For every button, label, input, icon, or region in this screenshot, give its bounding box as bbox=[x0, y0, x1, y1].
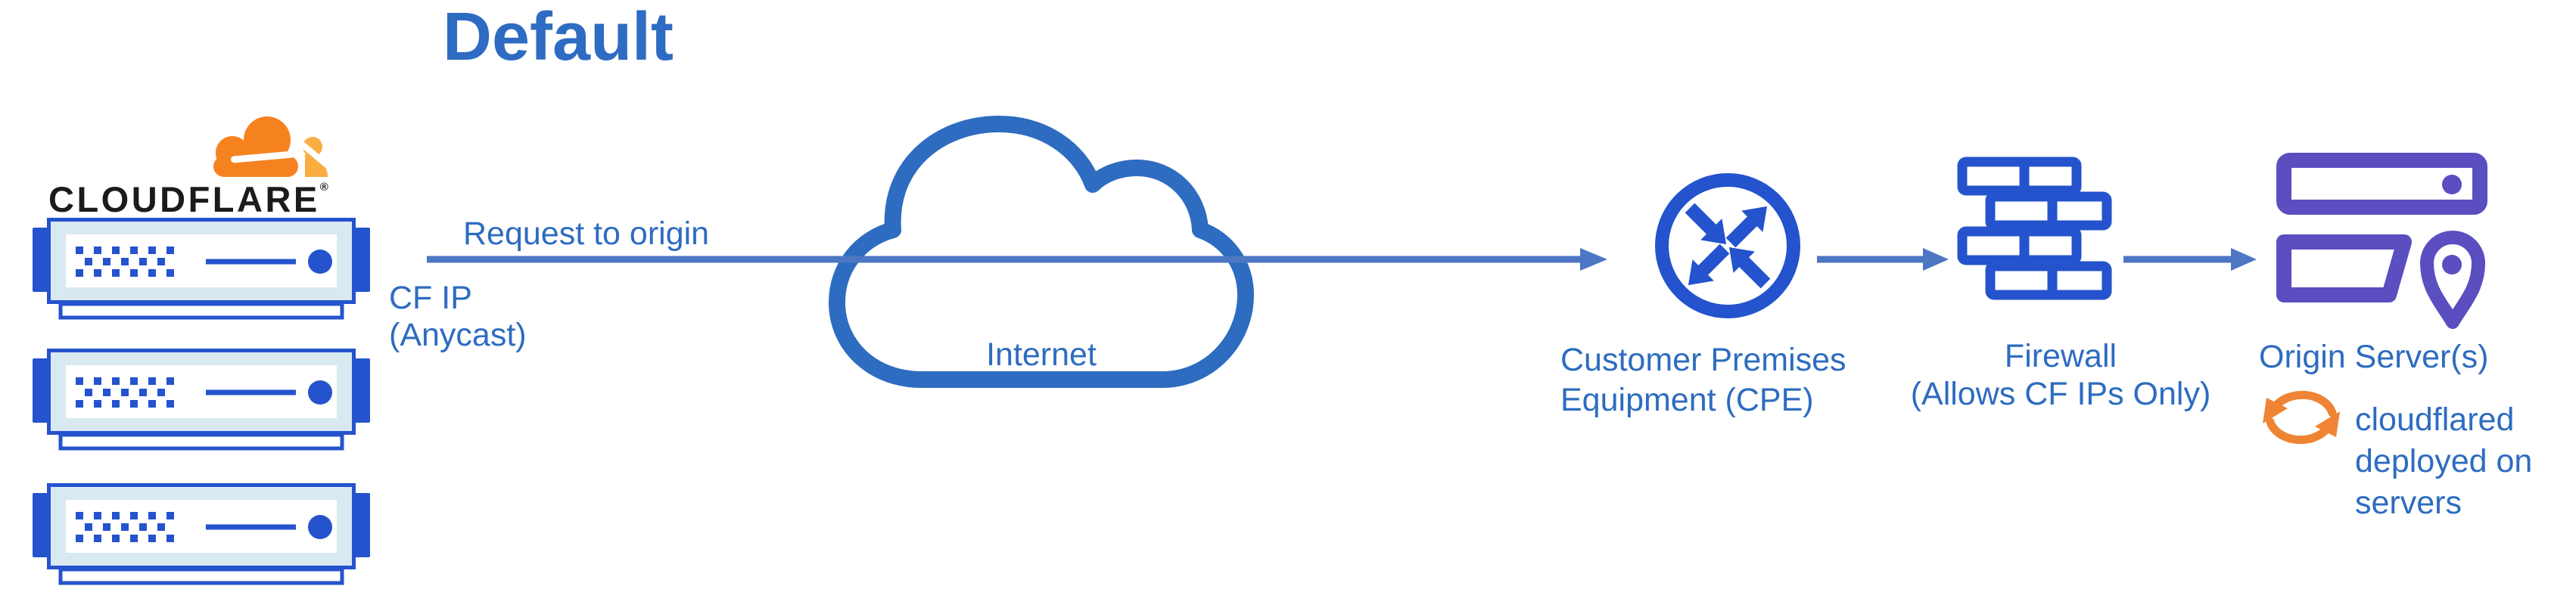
cpe-label-line1: Customer Premises bbox=[1560, 342, 1846, 378]
cpe-router-icon bbox=[1655, 173, 1800, 318]
cpe-label: Customer Premises Equipment (CPE) bbox=[1560, 340, 1846, 420]
cloudflare-logo-icon bbox=[213, 116, 330, 177]
cpe-label-line2: Equipment (CPE) bbox=[1560, 382, 1814, 418]
cf-ip-anycast-label: CF IP (Anycast) bbox=[389, 280, 527, 354]
cloudflare-wordmark: CLOUDFLARE® bbox=[48, 181, 328, 217]
firewall-label-line1: Firewall bbox=[2004, 338, 2117, 374]
cloudflared-note-line3: servers bbox=[2355, 485, 2462, 521]
location-pin-icon bbox=[2420, 231, 2485, 329]
firewall-label-line2: (Allows CF IPs Only) bbox=[1910, 376, 2211, 412]
cpe-to-firewall-arrow bbox=[1817, 248, 1949, 271]
cloudflared-sync-icon bbox=[2263, 390, 2340, 445]
cloudflare-server-rack-icon bbox=[33, 218, 370, 320]
firewall-icon bbox=[1957, 157, 2112, 300]
request-arrow bbox=[427, 248, 1607, 271]
origin-servers-icon bbox=[2276, 153, 2487, 329]
cloudflared-note-line1: cloudflared bbox=[2355, 402, 2515, 438]
anycast-line: (Anycast) bbox=[389, 317, 527, 353]
registered-trademark: ® bbox=[319, 181, 328, 194]
internet-label: Internet bbox=[986, 336, 1097, 373]
page-title: Default bbox=[443, 0, 674, 75]
request-to-origin-label: Request to origin bbox=[463, 216, 710, 252]
origin-servers-label: Origin Server(s) bbox=[2259, 339, 2489, 375]
cloudflare-server-rack-icon bbox=[33, 483, 370, 585]
cloudflare-server-rack-icon bbox=[33, 349, 370, 451]
cloudflared-note: cloudflared deployed on servers bbox=[2355, 399, 2532, 524]
cloudflared-note-line2: deployed on bbox=[2355, 443, 2533, 479]
cf-ip-line: CF IP bbox=[389, 280, 472, 316]
firewall-label: Firewall (Allows CF IPs Only) bbox=[1894, 337, 2227, 413]
server-led-dot bbox=[2442, 175, 2462, 194]
firewall-to-origin-arrow bbox=[2123, 248, 2257, 271]
internet-cloud-icon bbox=[829, 116, 1254, 388]
cloudflare-wordmark-text: CLOUDFLARE bbox=[48, 179, 320, 219]
